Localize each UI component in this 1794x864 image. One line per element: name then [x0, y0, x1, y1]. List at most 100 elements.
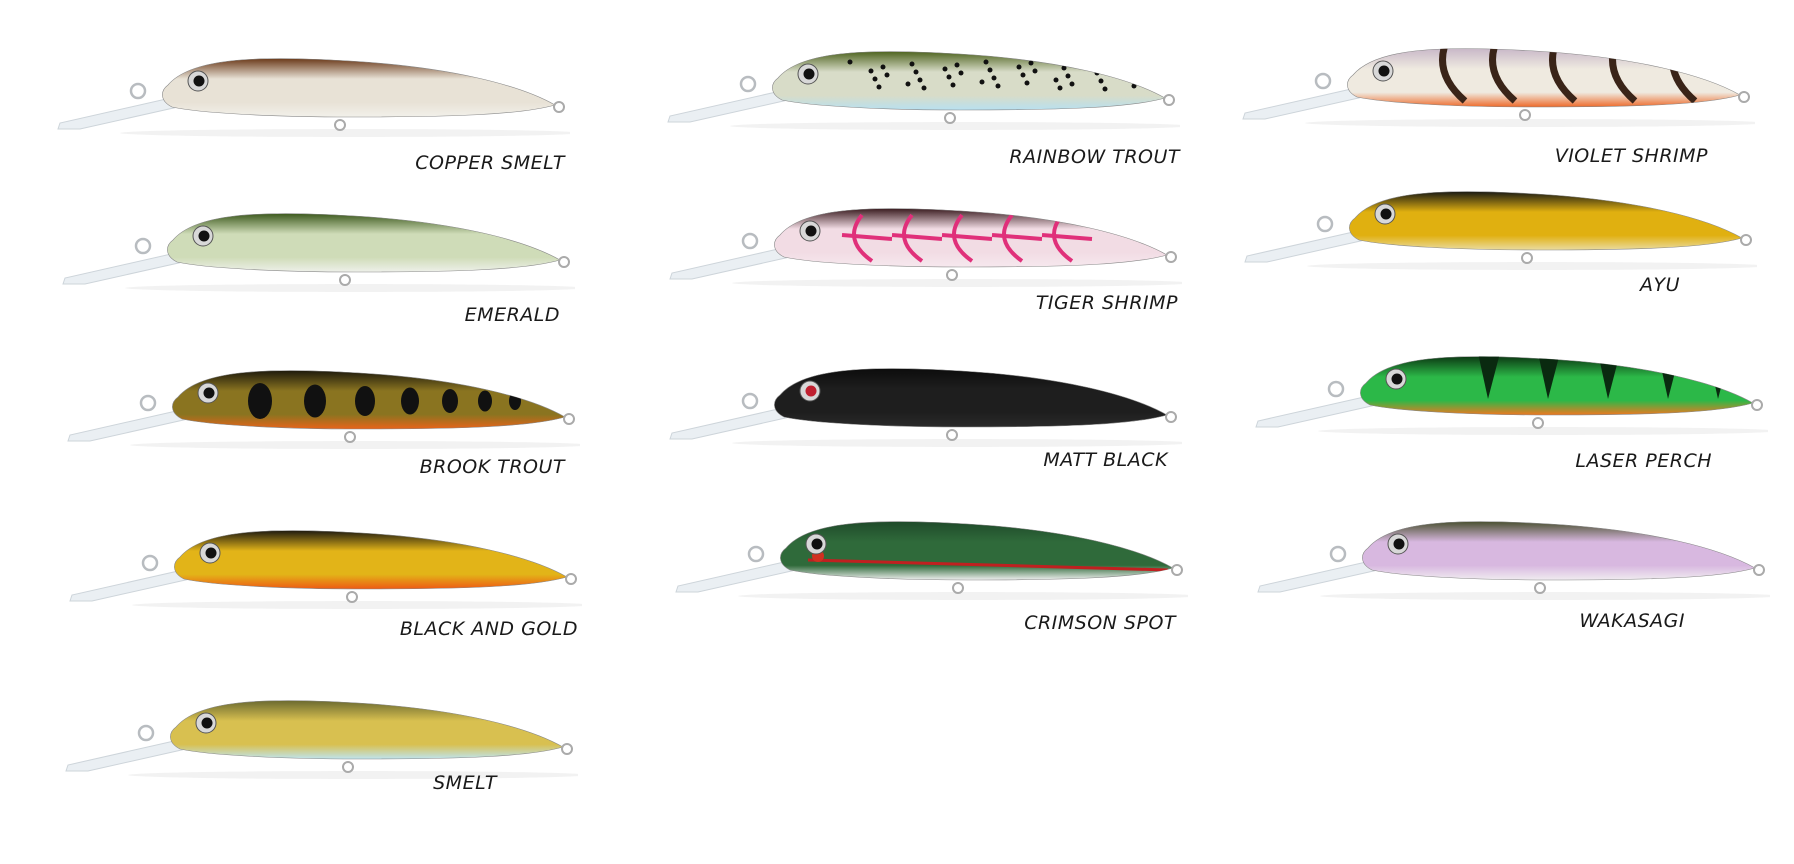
lure-pupil	[805, 225, 817, 237]
belly-hook-eye	[342, 761, 354, 773]
belly-hook-eye	[1532, 417, 1544, 429]
lure-color-label: SMELT	[433, 772, 497, 794]
line-tie-ring	[141, 554, 159, 572]
belly-hook-eye	[944, 112, 956, 124]
lure-body	[174, 530, 568, 590]
line-tie-ring	[741, 232, 759, 250]
lure-lip	[67, 408, 189, 442]
lure-body	[162, 58, 556, 118]
lure-color-label: MATT BLACK	[1043, 449, 1168, 471]
lure-shadow	[732, 439, 1182, 447]
lure-shadow	[120, 129, 570, 137]
lure-pattern	[248, 383, 521, 419]
lure-shadow	[730, 122, 1180, 130]
tail-hook-eye	[565, 573, 577, 585]
lure-lip	[1257, 559, 1379, 593]
lure-body	[1360, 356, 1754, 416]
lure-color-label: BLACK AND GOLD	[399, 618, 578, 640]
tail-hook-eye	[1163, 94, 1175, 106]
lure-shadow	[1320, 592, 1770, 600]
lure-lip	[57, 96, 179, 130]
lure-pupil	[1393, 538, 1405, 550]
belly-hook-eye	[339, 274, 351, 286]
line-tie-ring	[1327, 380, 1345, 398]
tail-hook-eye	[1753, 564, 1765, 576]
lure-body	[774, 368, 1168, 428]
lure-color-label: VIOLET SHRIMP	[1554, 145, 1708, 167]
belly-hook-eye	[1519, 109, 1531, 121]
line-tie-ring	[134, 237, 152, 255]
tail-hook-eye	[1165, 411, 1177, 423]
lure-body	[1347, 48, 1741, 108]
lure-color-label: WAKASAGI	[1579, 610, 1685, 632]
lure-lip	[675, 559, 797, 593]
lure-lip	[669, 406, 791, 440]
lure-image	[1257, 521, 1770, 600]
lure-pattern	[841, 213, 1093, 263]
lure-color-label: COPPER SMELT	[415, 152, 565, 174]
lure-pupil	[1391, 373, 1403, 385]
lure-color-label: EMERALD	[464, 304, 560, 326]
tail-hook-eye	[553, 101, 565, 113]
lure-image	[667, 51, 1180, 130]
tail-hook-eye	[563, 413, 575, 425]
lure-shadow	[132, 601, 582, 609]
belly-hook-eye	[1521, 252, 1533, 264]
lure-pupil	[203, 387, 215, 399]
tail-hook-eye	[558, 256, 570, 268]
lure-body	[1362, 521, 1756, 581]
lure-image	[1255, 356, 1768, 435]
tail-hook-eye	[1171, 564, 1183, 576]
lure-shadow	[130, 441, 580, 449]
lure-image	[1242, 48, 1755, 127]
lure-lip	[667, 89, 789, 123]
belly-hook-eye	[946, 269, 958, 281]
lure-lip	[65, 738, 187, 772]
lure-pupil	[205, 547, 217, 559]
lure-color-label: RAINBOW TROUT	[1009, 146, 1180, 168]
line-tie-ring	[747, 545, 765, 563]
lure-image	[62, 213, 575, 292]
lure-lip	[1242, 86, 1364, 120]
lure-image	[65, 700, 578, 779]
lure-color-label: AYU	[1639, 274, 1680, 296]
belly-hook-eye	[334, 119, 346, 131]
lure-shadow	[125, 284, 575, 292]
lure-pupil	[805, 385, 817, 397]
tail-hook-eye	[1738, 91, 1750, 103]
lure-lip	[1244, 229, 1366, 263]
line-tie-ring	[739, 75, 757, 93]
lure-color-label: TIGER SHRIMP	[1035, 292, 1178, 314]
lure-image	[69, 530, 582, 609]
line-tie-ring	[139, 394, 157, 412]
lure-body	[780, 521, 1174, 581]
lure-body	[167, 213, 561, 273]
lure-pupil	[1378, 65, 1390, 77]
tail-hook-eye	[1751, 399, 1763, 411]
lure-shadow	[1307, 262, 1757, 270]
lure-shadow	[1305, 119, 1755, 127]
belly-hook-eye	[346, 591, 358, 603]
tail-hook-eye	[1740, 234, 1752, 246]
lure-image	[669, 368, 1182, 447]
lure-shadow	[738, 592, 1188, 600]
line-tie-ring	[1329, 545, 1347, 563]
belly-hook-eye	[946, 429, 958, 441]
lure-pupil	[201, 717, 213, 729]
lure-pupil	[1380, 208, 1392, 220]
lure-pupil	[198, 230, 210, 242]
lure-image	[675, 521, 1188, 600]
lure-pupil	[803, 68, 815, 80]
line-tie-ring	[137, 724, 155, 742]
lure-body	[170, 700, 564, 760]
line-tie-ring	[129, 82, 147, 100]
belly-hook-eye	[344, 431, 356, 443]
lure-body	[1349, 191, 1743, 251]
lure-shadow	[1318, 427, 1768, 435]
tail-hook-eye	[561, 743, 573, 755]
lure-image	[57, 58, 570, 137]
lure-lip	[1255, 394, 1377, 428]
lure-shadow	[732, 279, 1182, 287]
lure-color-label: CRIMSON SPOT	[1024, 612, 1176, 634]
